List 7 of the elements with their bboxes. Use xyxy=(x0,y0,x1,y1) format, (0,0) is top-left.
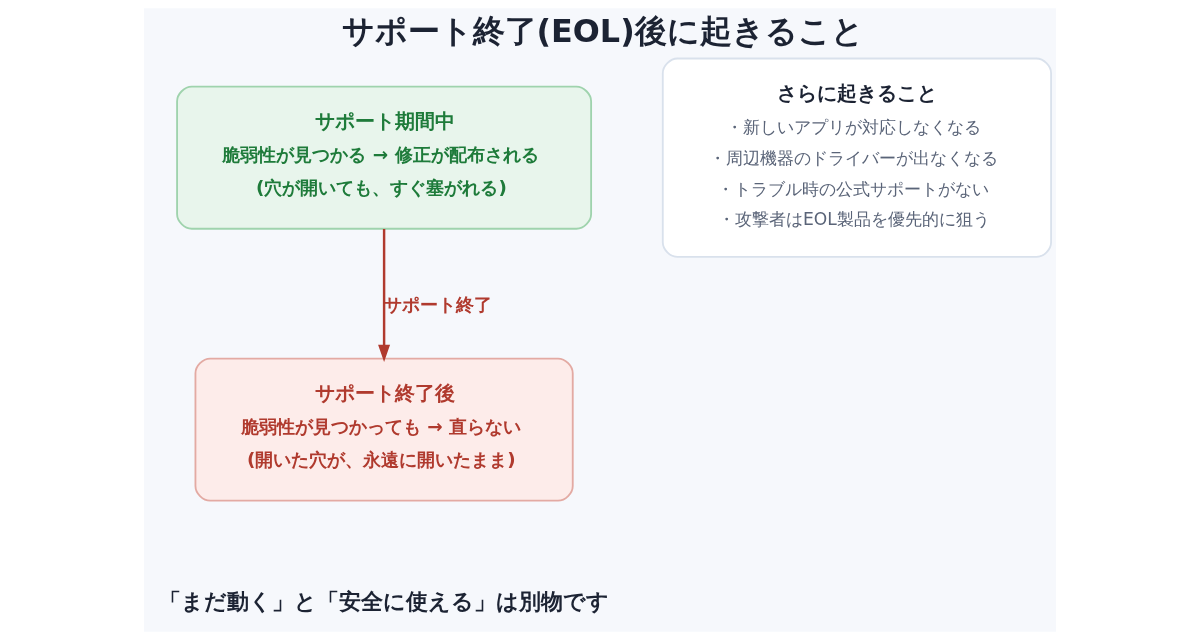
node-box: サポート期間中 脆弱性が見つかる → 修正が配布される (穴が開いても、すぐ塞がれる) xyxy=(176,85,593,230)
caption: 「まだ動く」と「安全に使える」は別物です xyxy=(158,588,609,614)
diagram-title: サポート終了(EOL)後に起きること xyxy=(341,12,864,51)
node-box: さらに起きること ・新しいアプリが対応しなくなる ・周辺機器のドライバーが出なくなる ・トラブル時の公式サポートがない ・攻撃者はEOL製品を優先的に狙う xyxy=(661,57,1052,258)
edge-label: サポート終了 xyxy=(384,293,493,315)
arrow xyxy=(378,229,391,362)
node-box: サポート終了後 脆弱性が見つかっても → 直らない (開いた穴が、永遠に開いたまま) xyxy=(194,357,574,502)
